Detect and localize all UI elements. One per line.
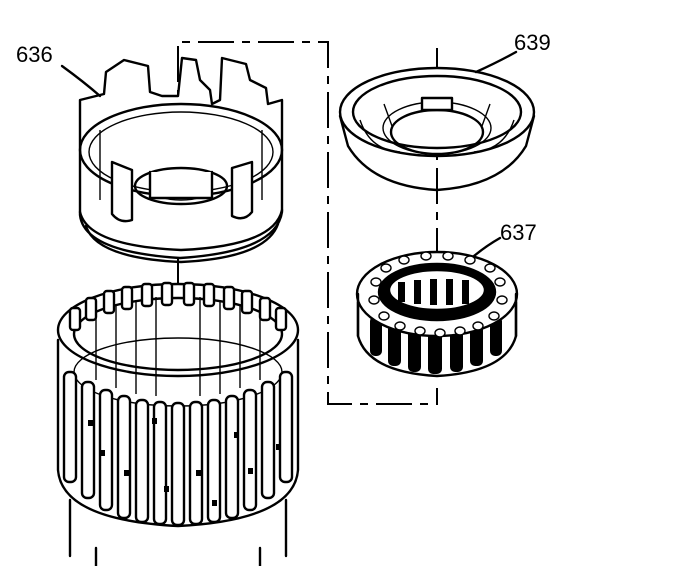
callout-label-639: 639 bbox=[514, 30, 551, 55]
sprag-637 bbox=[355, 250, 519, 378]
callout-636: 636 bbox=[16, 42, 102, 98]
callout-637: 637 bbox=[472, 220, 537, 258]
callout-label-637: 637 bbox=[500, 220, 537, 245]
retainer-639 bbox=[338, 66, 536, 192]
housing-636 bbox=[78, 56, 284, 264]
callout-label-636: 636 bbox=[16, 42, 53, 67]
slotted-drum bbox=[56, 281, 300, 566]
callout-639: 639 bbox=[474, 30, 551, 74]
